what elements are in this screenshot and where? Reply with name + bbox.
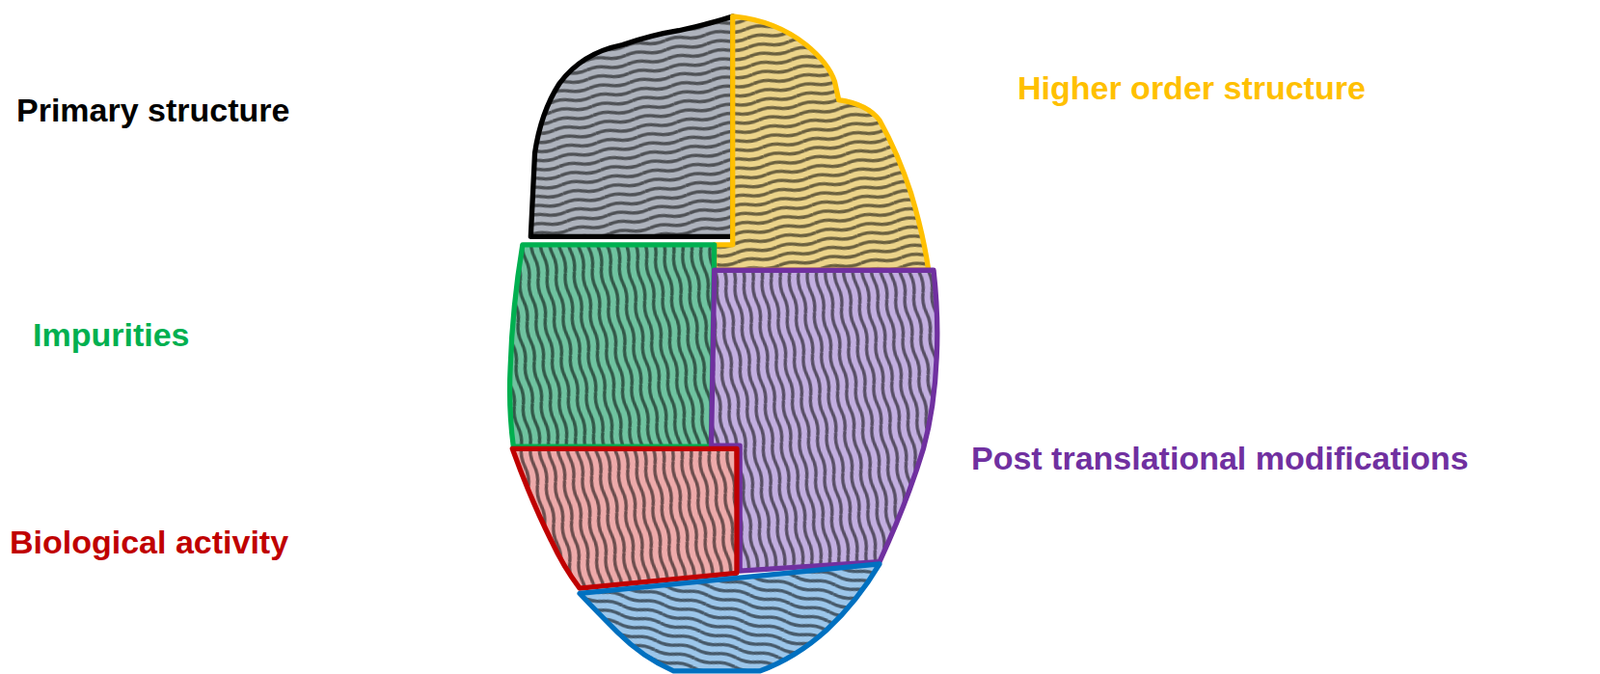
region-outline: [710, 270, 937, 571]
ptm-label: Post translational modifications: [971, 439, 1469, 478]
region-outline: [714, 16, 929, 271]
impurities-region: [510, 244, 715, 447]
primary-structure-label: Primary structure: [16, 91, 290, 130]
blue-region: [579, 564, 880, 672]
ptm-region: [710, 270, 937, 571]
region-fill: [579, 564, 880, 672]
biological-activity-label: Biological activity: [9, 523, 289, 562]
region-fill: [710, 270, 937, 571]
ridge-texture: [714, 16, 929, 271]
region-outline: [510, 244, 715, 447]
region-fill: [510, 244, 715, 447]
ridge-texture: [579, 564, 880, 672]
region-outline: [530, 16, 733, 237]
region-fill: [530, 16, 733, 237]
ridge-texture: [710, 270, 937, 571]
primary-region: [530, 16, 733, 237]
higher-order-label: Higher order structure: [1017, 69, 1366, 108]
region-fill: [512, 448, 737, 589]
ridge-texture: [512, 448, 737, 589]
higher-order-region: [714, 16, 929, 271]
region-fill: [714, 16, 929, 271]
ridge-texture: [530, 16, 733, 237]
region-outline: [512, 448, 737, 589]
ridge-texture: [510, 244, 715, 447]
activity-region: [512, 448, 737, 589]
impurities-label: Impurities: [32, 316, 190, 354]
region-outline: [579, 564, 880, 672]
